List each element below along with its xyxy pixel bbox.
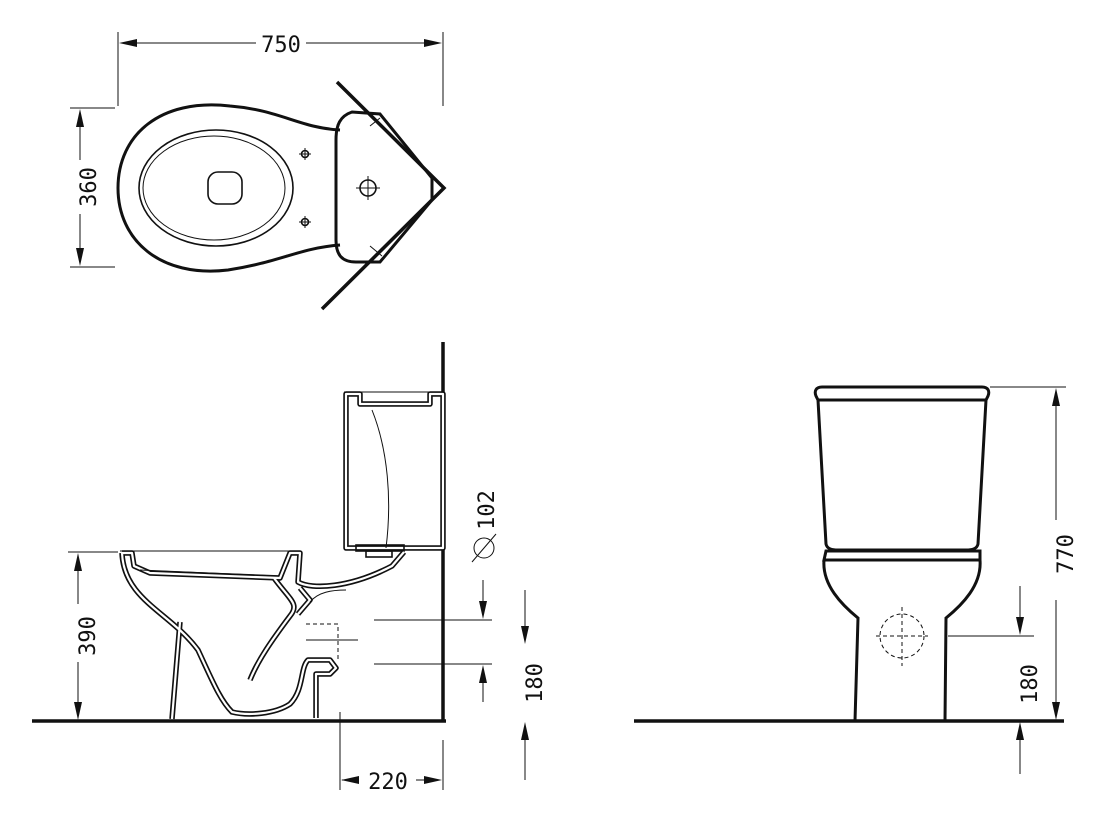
dimension-750: 750 — [117, 32, 444, 106]
dimension-390: 390 — [68, 551, 118, 720]
top-view: 750 360 — [70, 32, 447, 311]
dimension-180-front: 180 — [948, 586, 1043, 774]
front-view: 770 180 — [634, 385, 1079, 774]
dimension-360: 360 — [70, 107, 115, 268]
tank-side — [343, 391, 446, 551]
dimension-770: 770 — [990, 386, 1079, 720]
dimension-220: 220 — [341, 740, 444, 795]
seat-outer — [138, 129, 294, 247]
bowl-body-front — [822, 559, 982, 722]
hinge-bolt-icon — [299, 148, 311, 160]
dimension-770-label: 770 — [1054, 534, 1079, 574]
dimension-750-label: 750 — [261, 33, 301, 58]
dimension-102: 102 — [471, 490, 500, 702]
dimension-102-label: 102 — [475, 490, 500, 530]
dimension-180-front-label: 180 — [1018, 664, 1043, 704]
bowl-outline-top — [116, 103, 341, 273]
outlet-hidden-icon — [876, 607, 928, 666]
dimension-360-label: 360 — [77, 167, 102, 207]
dimension-180-side: 180 — [521, 590, 548, 780]
dimension-180-side-label: 180 — [523, 663, 548, 703]
tank-outline-top — [334, 110, 434, 264]
tank-lid-front — [813, 385, 991, 402]
bowl-rim-front — [822, 549, 982, 562]
side-view: 390 102 180 — [32, 342, 548, 795]
dimension-390-label: 390 — [76, 616, 101, 656]
flush-button-icon — [356, 176, 380, 200]
bowl-opening — [207, 171, 243, 205]
dimension-220-label: 220 — [368, 770, 408, 795]
diameter-icon — [471, 533, 497, 563]
corner-wall — [320, 80, 447, 311]
tank-front — [816, 399, 988, 552]
seat-inner — [142, 135, 286, 241]
hinge-bolt-icon — [299, 216, 311, 228]
